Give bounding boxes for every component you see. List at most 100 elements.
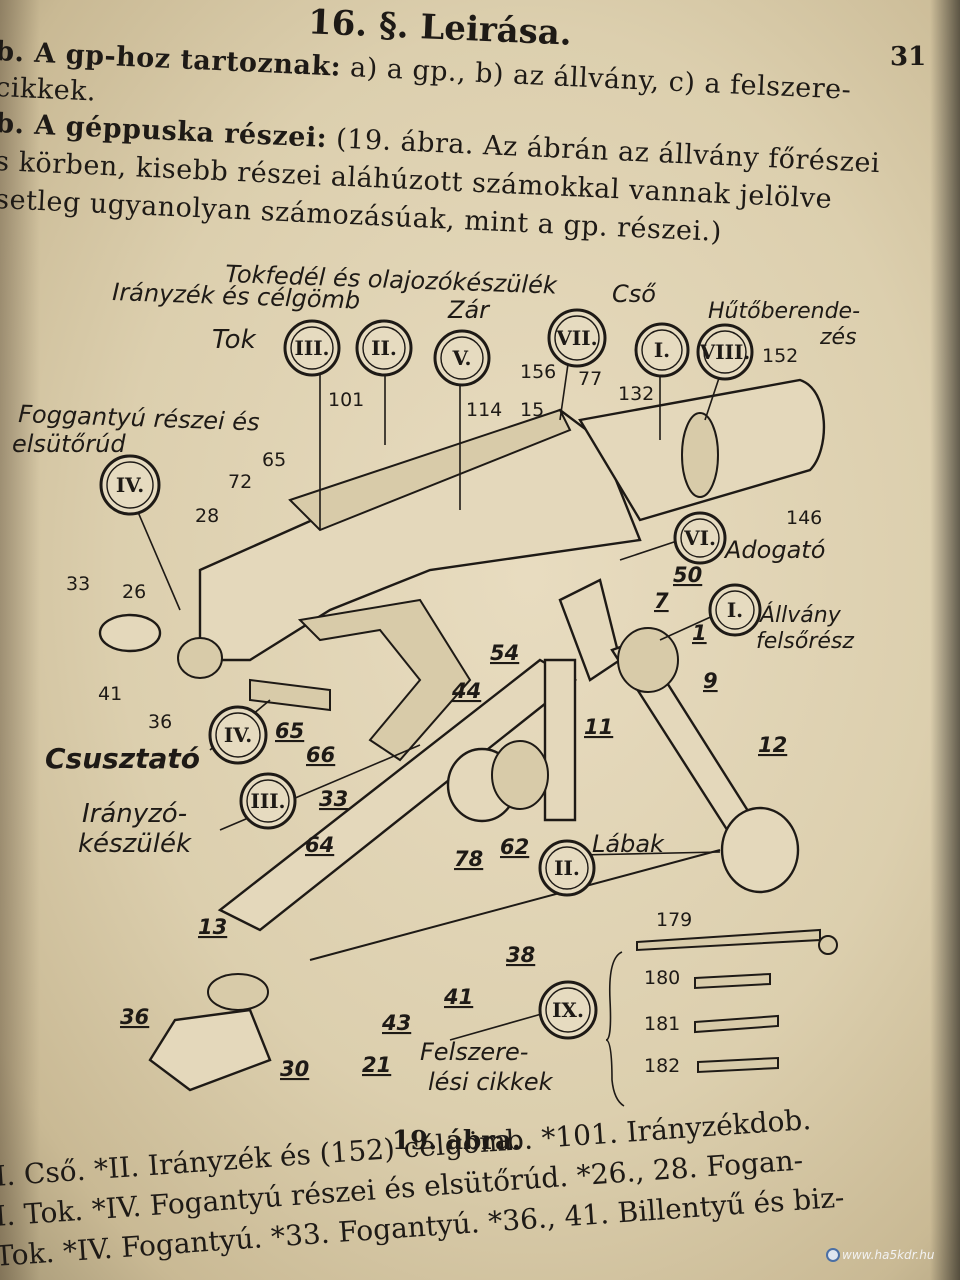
page-edge-shadow [930, 0, 960, 1280]
callout-csusztato-numeral: IV. [224, 723, 252, 747]
callout-felszereles: IX. [538, 980, 598, 1040]
label-zar: Zár [447, 296, 491, 324]
callout-huto-ring [696, 323, 754, 381]
callout-adogato-inner-ring [680, 518, 720, 558]
figure-caption: 19. ábra. [392, 1126, 521, 1156]
leader-foggantyu [134, 504, 181, 611]
part-u7: 7 [654, 589, 669, 613]
tripod-pivot [617, 627, 679, 693]
callout-iranyzek-numeral: II. [371, 336, 397, 360]
callout-zar-ring [433, 329, 491, 387]
part-u33: 33 [319, 787, 348, 811]
callout-foggantyu-inner-ring [106, 461, 154, 509]
callout-csusztato-inner-ring [215, 712, 261, 758]
part-41: 41 [98, 683, 122, 705]
part-65: 65 [262, 449, 286, 471]
label-adogato: Adogató [723, 536, 825, 564]
part-72: 72 [228, 471, 252, 493]
callout-zar-inner-ring [440, 336, 484, 380]
callout-iranyzo: III. [239, 772, 297, 830]
callout-foggantyu-ring [99, 454, 161, 516]
callout-felszereles-inner-ring [545, 987, 591, 1033]
part-u1: 1 [692, 621, 707, 645]
watermark-text: www.ha5kdr.hu [842, 1248, 935, 1262]
callout-iranyzo-numeral: III. [250, 789, 285, 813]
part-180: 180 [644, 967, 680, 989]
leader-adogato [619, 539, 681, 561]
callout-adogato-ring [673, 511, 727, 565]
callout-csusztato: IV. [208, 705, 268, 765]
part-u66: 66 [306, 743, 335, 767]
leader-allvany [659, 614, 716, 641]
tool-179 [636, 928, 821, 952]
callout-foggantyu-numeral: IV. [116, 473, 144, 497]
tripod-foot-front [148, 1008, 272, 1092]
callout-tok-ring [283, 319, 341, 377]
callout-felszereles-numeral: IX. [552, 998, 584, 1022]
intro-line-1-rest: a) a gp., b) az állvány, c) a felszere- [340, 51, 852, 106]
label-allvany-2: felsőrész [756, 629, 854, 654]
callout-zar-numeral: V. [452, 346, 472, 370]
tripod-middle-leg [543, 658, 577, 822]
part-u9: 9 [703, 669, 718, 693]
label-huto-1: Hűtőberende- [708, 299, 860, 324]
part-u38: 38 [506, 943, 535, 967]
part-28: 28 [195, 505, 219, 527]
callout-tok-numeral: III. [294, 336, 329, 360]
elevating-wheel-62 [491, 740, 549, 810]
part-101: 101 [328, 389, 364, 411]
part-114: 114 [466, 399, 502, 421]
callout-allvany: I. [708, 583, 762, 637]
label-foggantyu-2: elsütőrúd [12, 430, 126, 458]
part-u54: 54 [490, 641, 519, 665]
tripod-foot-rear [720, 806, 800, 894]
part-33: 33 [66, 573, 90, 595]
part-15: 15 [520, 399, 544, 421]
part-u12: 12 [758, 733, 787, 757]
tool-182 [697, 1056, 779, 1074]
part-u21: 21 [362, 1053, 391, 1077]
page-gutter-shadow [0, 0, 40, 1280]
callout-foggantyu: IV. [99, 454, 161, 516]
part-u11: 11 [584, 715, 613, 739]
part-u36: 36 [120, 1005, 149, 1029]
part-182: 182 [644, 1055, 680, 1077]
callout-labak: II. [538, 839, 596, 897]
callout-cso-ring [634, 322, 690, 378]
rear-handle [249, 678, 331, 712]
part-u41: 41 [443, 985, 473, 1009]
part-36: 36 [148, 711, 172, 733]
callout-huto-inner-ring [703, 330, 747, 374]
part-u50: 50 [673, 563, 702, 587]
part-181: 181 [644, 1013, 680, 1035]
label-felszereles-2: lési cikkek [428, 1068, 554, 1096]
callout-adogato: VI. [673, 511, 727, 565]
part-26: 26 [122, 581, 146, 603]
callout-allvany-inner-ring [715, 590, 755, 630]
callout-zar: V. [433, 329, 491, 387]
receiver-cover [288, 408, 572, 532]
callout-iranyzek: II. [355, 319, 413, 377]
callout-allvany-ring [708, 583, 762, 637]
intro-line-3-bold: b. A géppuska részei: [0, 108, 328, 155]
label-huto-2: zés [819, 325, 857, 350]
intro-line-2: cikkek. [0, 72, 97, 108]
callout-tokfedel: VII. [547, 308, 607, 368]
callout-labak-ring [538, 839, 596, 897]
tool-179-end [818, 935, 838, 955]
part-152: 152 [762, 345, 798, 367]
callout-adogato-numeral: VI. [683, 526, 716, 550]
part-u78: 78 [454, 847, 483, 871]
tool-180 [694, 972, 771, 990]
callout-tokfedel-inner-ring [554, 315, 600, 361]
callout-cso-numeral: I. [654, 338, 670, 362]
part-146: 146 [786, 507, 822, 529]
leader-labak [579, 851, 721, 856]
machine-gun-diagram: Tokfedél és olajozókészülék Irányzék és … [12, 260, 860, 1107]
label-iranyzo-1: Irányzó- [82, 799, 187, 829]
callout-tok-inner-ring [290, 326, 334, 370]
part-u65: 65 [275, 719, 304, 743]
foot-clamp [207, 973, 269, 1011]
cooling-section [681, 412, 719, 498]
